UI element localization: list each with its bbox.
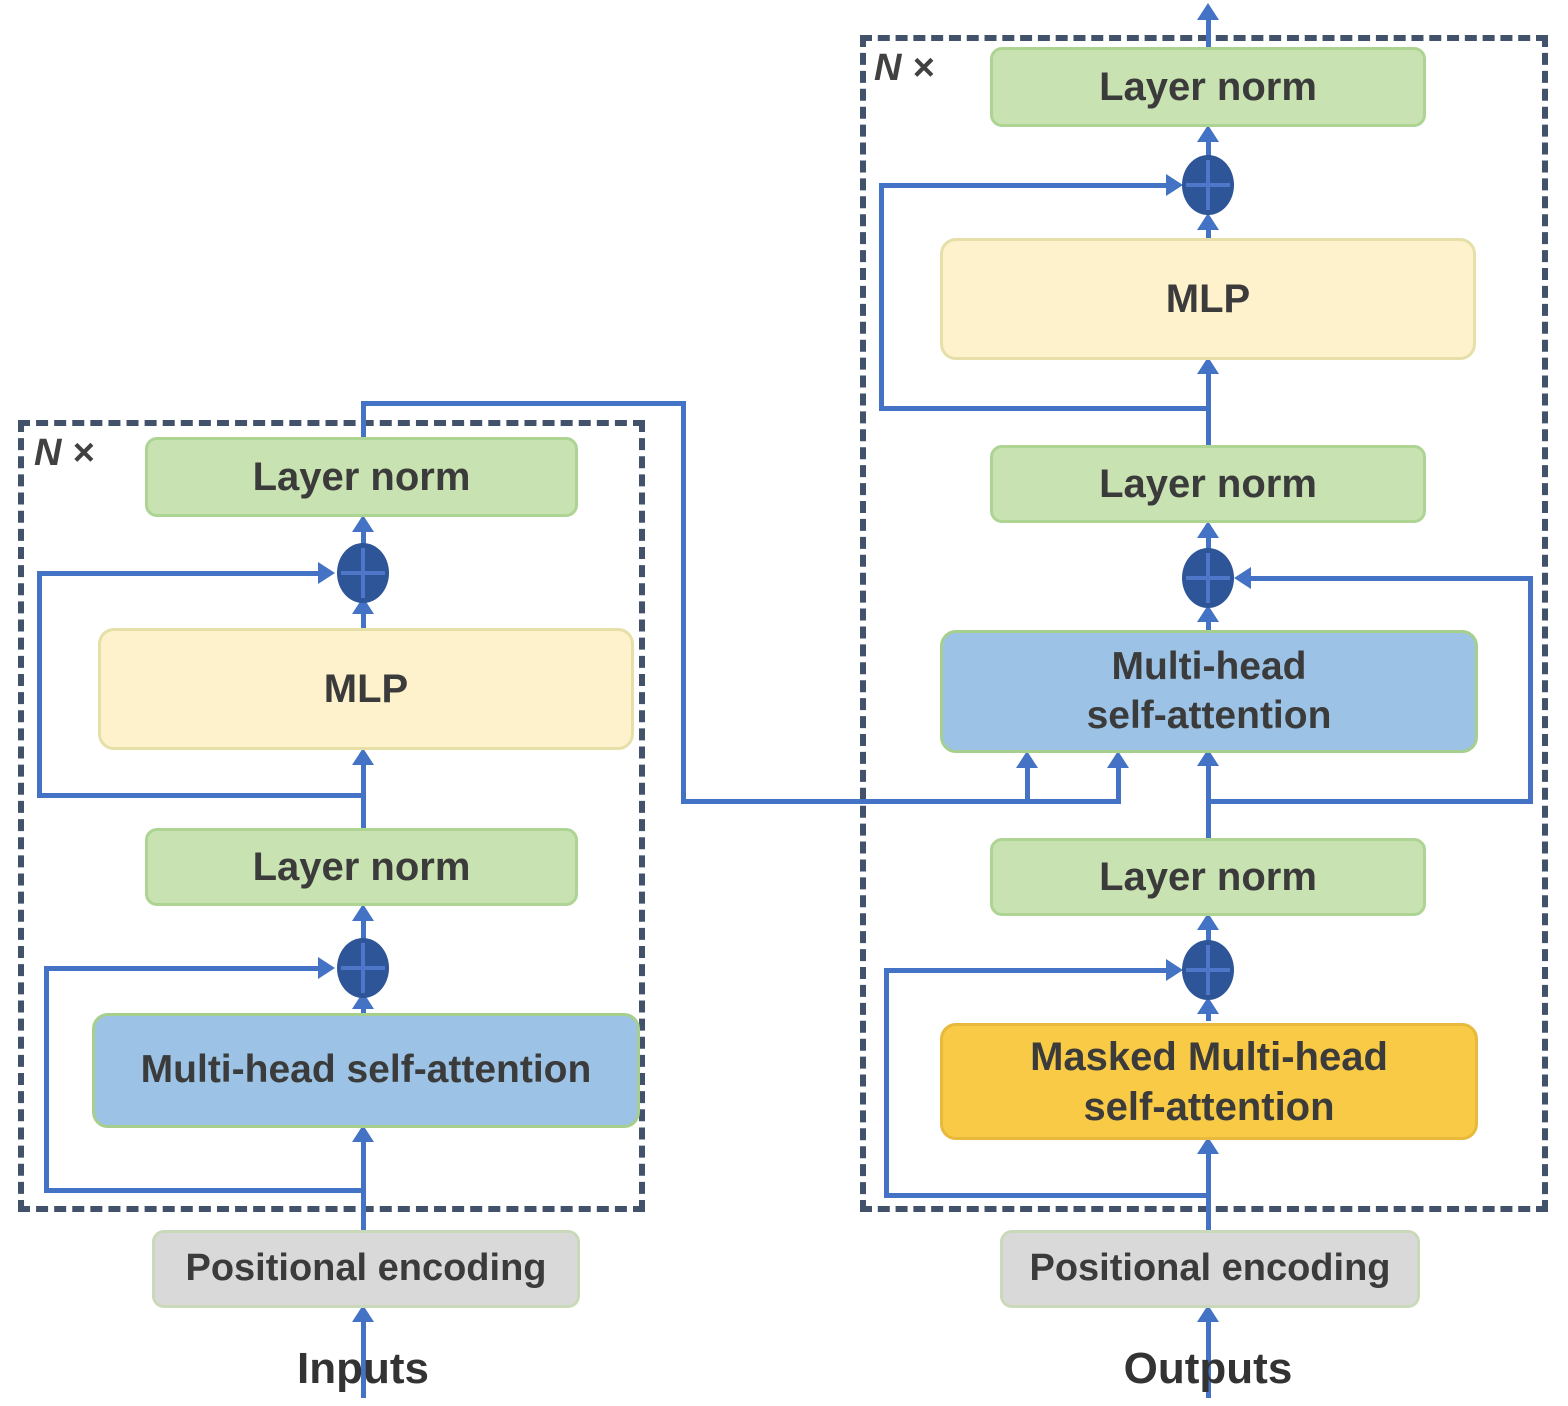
decoder-masked-attention-label-line1: Masked Multi-head <box>1030 1034 1388 1079</box>
encoder-self-attention-box: Multi-head self-attention <box>92 1013 640 1128</box>
arrow-up-icon <box>352 1305 374 1322</box>
connector-line <box>1206 929 1211 942</box>
arrow-up-icon <box>1197 749 1219 766</box>
connector-line <box>361 401 686 406</box>
arrow-up-icon <box>1107 751 1129 768</box>
connector-line <box>879 406 1209 411</box>
decoder-repeat-label: N × <box>874 47 935 89</box>
encoder-repeat-label: N × <box>34 432 95 474</box>
encoder-layer-norm-bottom-label: Layer norm <box>252 845 471 889</box>
decoder-layer-norm-top-box: Layer norm <box>990 47 1426 127</box>
connector-line <box>361 1312 366 1398</box>
arrow-right-icon <box>318 957 335 979</box>
connector-line <box>37 571 318 576</box>
connector-line <box>884 970 889 1196</box>
connector-line <box>884 968 1166 973</box>
connector-line <box>1206 1154 1211 1230</box>
decoder-repeat-frame <box>860 35 1548 1212</box>
connector-line <box>361 531 366 545</box>
decoder-layer-norm-bottom-label: Layer norm <box>1099 855 1317 899</box>
encoder-self-attention-label: Multi-head self-attention <box>140 1048 592 1092</box>
arrow-up-icon <box>1197 3 1219 20</box>
connector-line <box>1206 1007 1211 1021</box>
encoder-positional-encoding-label: Positional encoding <box>185 1247 547 1290</box>
connector-line <box>1206 799 1533 804</box>
arrow-up-icon <box>1016 751 1038 768</box>
connector-line <box>1025 767 1030 801</box>
connector-line <box>361 403 366 439</box>
connector-line <box>37 793 366 798</box>
arrow-up-icon <box>352 515 374 532</box>
arrow-up-icon <box>1197 1305 1219 1322</box>
encoder-mlp-label: MLP <box>323 667 409 711</box>
connector-line <box>1206 142 1211 157</box>
decoder-outputs-label: Outputs <box>1123 1344 1293 1393</box>
decoder-mlp-label: MLP <box>1165 277 1251 321</box>
decoder-layer-norm-bottom-box: Layer norm <box>990 838 1426 916</box>
arrow-up-icon <box>1197 521 1219 538</box>
connector-line <box>37 573 42 795</box>
decoder-layer-norm-middle-label: Layer norm <box>1099 462 1317 506</box>
encoder-add-node-bottom-icon <box>337 938 389 998</box>
arrow-up-icon <box>352 748 374 765</box>
decoder-positional-encoding-label: Positional encoding <box>1029 1247 1391 1290</box>
connector-line <box>1116 767 1121 801</box>
encoder-mlp-box: MLP <box>98 628 634 750</box>
connector-line <box>361 1008 366 1016</box>
arrow-up-icon <box>1197 605 1219 622</box>
decoder-cross-attention-label-line1: Multi-head <box>1111 644 1307 688</box>
connector-line <box>361 613 366 630</box>
decoder-masked-attention-box: Masked Multi-head self-attention <box>940 1023 1478 1140</box>
decoder-cross-attention-label-line2: self-attention <box>1086 693 1332 737</box>
arrow-up-icon <box>1197 357 1219 374</box>
connector-line <box>1528 578 1533 804</box>
connector-line <box>44 1188 364 1193</box>
arrow-right-icon <box>318 562 335 584</box>
arrow-left-icon <box>1234 567 1251 589</box>
encoder-positional-encoding-box: Positional encoding <box>152 1230 580 1308</box>
connector-line <box>879 185 884 409</box>
arrow-up-icon <box>352 1125 374 1142</box>
encoder-inputs-label: Inputs <box>297 1344 429 1393</box>
arrow-up-icon <box>1197 125 1219 142</box>
connector-line <box>1206 537 1211 550</box>
decoder-add-node-middle-icon <box>1182 548 1234 608</box>
encoder-add-node-top-icon <box>337 543 389 603</box>
connector-line <box>361 1132 366 1230</box>
connector-line <box>681 401 686 804</box>
connector-line <box>1206 18 1211 49</box>
connector-line <box>884 1193 1211 1198</box>
encoder-layer-norm-top-box: Layer norm <box>145 437 578 517</box>
arrow-up-icon <box>352 904 374 921</box>
arrow-up-icon <box>1197 913 1219 930</box>
decoder-layer-norm-top-label: Layer norm <box>1099 65 1317 109</box>
connector-line <box>1206 1312 1211 1398</box>
connector-line <box>1251 576 1533 581</box>
arrow-right-icon <box>1166 959 1183 981</box>
decoder-masked-attention-label-line2: self-attention <box>1083 1084 1335 1129</box>
decoder-add-node-top-icon <box>1182 155 1234 215</box>
arrow-up-icon <box>1197 1137 1219 1154</box>
connector-line <box>44 966 318 971</box>
decoder-positional-encoding-box: Positional encoding <box>1000 1230 1420 1308</box>
decoder-add-node-bottom-icon <box>1182 940 1234 1000</box>
encoder-layer-norm-bottom-box: Layer norm <box>145 828 578 906</box>
connector-line <box>879 183 1166 188</box>
connector-line <box>44 968 49 1190</box>
encoder-layer-norm-top-label: Layer norm <box>252 455 471 499</box>
connector-line <box>681 799 1121 804</box>
encoder-repeat-frame <box>18 420 645 1212</box>
connector-line <box>1206 621 1211 632</box>
arrow-up-icon <box>1197 213 1219 230</box>
arrow-up-icon <box>1197 997 1219 1014</box>
connector-line <box>361 921 366 940</box>
connector-line <box>1206 230 1211 240</box>
decoder-cross-attention-box: Multi-head self-attention <box>940 630 1478 753</box>
decoder-layer-norm-middle-box: Layer norm <box>990 445 1426 523</box>
decoder-mlp-box: MLP <box>940 238 1476 360</box>
arrow-right-icon <box>1166 174 1183 196</box>
